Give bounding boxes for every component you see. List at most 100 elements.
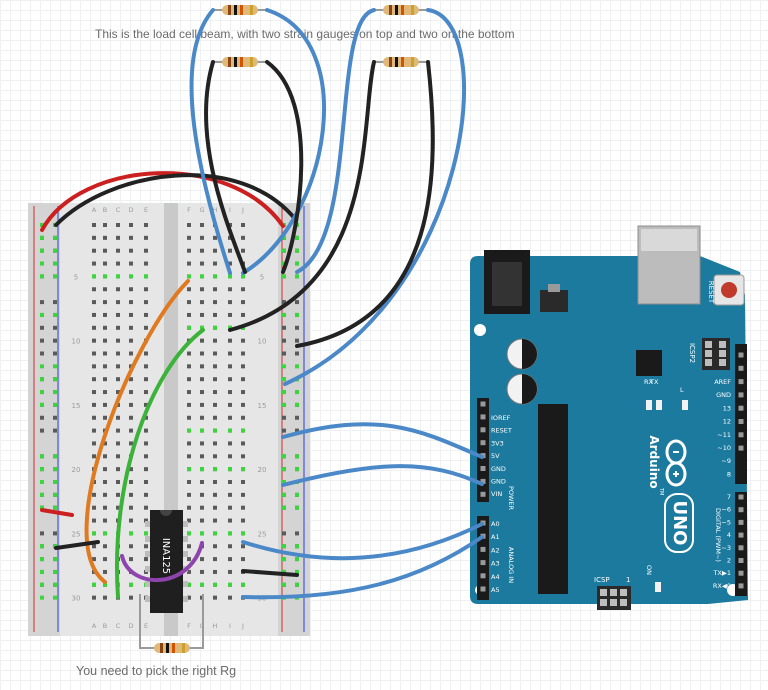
analog-pin-label: A2 [491, 546, 500, 554]
header-pin[interactable] [738, 445, 744, 451]
header-pin[interactable] [480, 427, 486, 433]
arduino-logo-icon [665, 439, 687, 487]
header-pin[interactable] [738, 379, 744, 385]
digital-pin-label: ~9 [721, 457, 731, 465]
row-number-label: 15 [258, 402, 267, 410]
power-pin-label: 5V [491, 452, 500, 460]
wire-orange-excitation [84, 279, 190, 584]
row-number-label: 10 [258, 338, 267, 346]
header-pin[interactable] [480, 546, 486, 552]
tx-label: TX [649, 378, 659, 386]
uno-badge [664, 493, 694, 553]
power-pin-label: GND [491, 465, 506, 473]
header-pin[interactable] [480, 401, 486, 407]
icsp-label: ICSP [594, 576, 610, 584]
column-letter-label: J [241, 622, 244, 630]
column-letter-label: B [103, 622, 107, 630]
ina125-amplifier-chip: INA125 [145, 510, 188, 613]
wire-black-output-ground [241, 569, 299, 577]
capacitor [506, 338, 538, 370]
header-pin[interactable] [480, 560, 486, 566]
header-pin[interactable] [738, 532, 744, 538]
row-number-label: 20 [72, 466, 81, 474]
header-pin[interactable] [480, 586, 486, 592]
header-pin[interactable] [480, 466, 486, 471]
wire-blue-gauge1b [241, 8, 326, 275]
header-pin[interactable] [738, 519, 744, 525]
reset-button-cap[interactable] [721, 282, 737, 298]
power-pin-label: 3V3 [491, 439, 504, 447]
header-pin[interactable] [738, 352, 744, 358]
header-pin[interactable] [738, 494, 744, 500]
wire-blue-gauge1 [189, 8, 232, 275]
wire-black-gauge4b [295, 60, 435, 348]
analog-pin-label: A3 [491, 560, 500, 568]
wire-blue-gnd [281, 464, 484, 487]
tx-led [656, 400, 662, 410]
ina125-label: INA125 [160, 538, 171, 574]
row-number-label: 25 [72, 530, 81, 538]
digital-pin-label: 7 [727, 493, 731, 501]
column-letter-label: D [128, 206, 133, 214]
header-pin[interactable] [738, 432, 744, 438]
header-pin[interactable] [480, 440, 486, 446]
l-label: L [680, 386, 684, 394]
wire-blue-gauge3 [295, 8, 376, 274]
header-pin[interactable] [738, 365, 744, 371]
column-letter-label: E [144, 622, 148, 630]
icsp2-label: ICSP2 [688, 343, 696, 363]
rx-led [646, 400, 652, 410]
wire-purple-ina-jumper [120, 541, 204, 582]
column-letter-label: E [144, 206, 148, 214]
header-pin[interactable] [738, 545, 744, 551]
on-label: ON [645, 565, 653, 575]
wire-blue-5v [281, 422, 484, 459]
digital-pin-label: 4 [727, 531, 731, 539]
strain-gauge-resistor [373, 56, 429, 68]
digital-pin-label: AREF [714, 378, 731, 386]
icsp-pin1-label: 1 [626, 576, 630, 584]
header-pin[interactable] [738, 419, 744, 424]
ina125-package [150, 510, 183, 613]
header-pin[interactable] [738, 405, 744, 411]
column-letter-label: J [241, 206, 244, 214]
voltage-regulator [540, 290, 568, 312]
header-pin[interactable] [738, 583, 744, 589]
digital-header-low [735, 492, 747, 596]
column-letter-label: F [187, 622, 191, 630]
wire-black-ground-jumper [54, 173, 298, 227]
strain-gauge-resistor [373, 4, 429, 16]
strain-gauge-resistor [212, 56, 268, 68]
digital-pin-label: TX▶1 [712, 569, 731, 577]
wire-green-signal [115, 328, 205, 599]
header-pin[interactable] [480, 414, 486, 420]
column-letter-label: I [229, 622, 231, 630]
wire-blue-a0 [241, 522, 484, 561]
uno-label: UNO [669, 501, 690, 546]
header-pin[interactable] [480, 491, 486, 497]
header-pin[interactable] [738, 558, 744, 563]
header-pin[interactable] [480, 478, 486, 484]
digital-pin-label: ~10 [717, 444, 731, 452]
l-led [682, 400, 688, 410]
row-number-label: 5 [260, 273, 264, 281]
header-pin[interactable] [738, 392, 744, 398]
row-number-label: 15 [72, 402, 81, 410]
power-pin-label: IOREF [491, 414, 511, 422]
row-number-label: 10 [72, 338, 81, 346]
row-number-label: 30 [72, 595, 81, 603]
strain-gauge-resistor [212, 4, 268, 16]
column-letter-label: I [229, 206, 231, 214]
power-pin-label: GND [491, 478, 506, 486]
header-pin[interactable] [738, 507, 744, 513]
analog-in-label: ANALOG IN [507, 547, 515, 583]
column-letter-label: B [103, 206, 107, 214]
digital-pin-label: ~5 [721, 518, 731, 526]
header-pin[interactable] [480, 573, 486, 579]
header-pin[interactable] [738, 570, 744, 576]
wire-black-gauge2 [204, 60, 247, 274]
digital-pin-label: 13 [723, 404, 731, 412]
digital-pin-label: RX◀0 [713, 582, 731, 590]
digital-pin-label: 2 [727, 557, 731, 565]
